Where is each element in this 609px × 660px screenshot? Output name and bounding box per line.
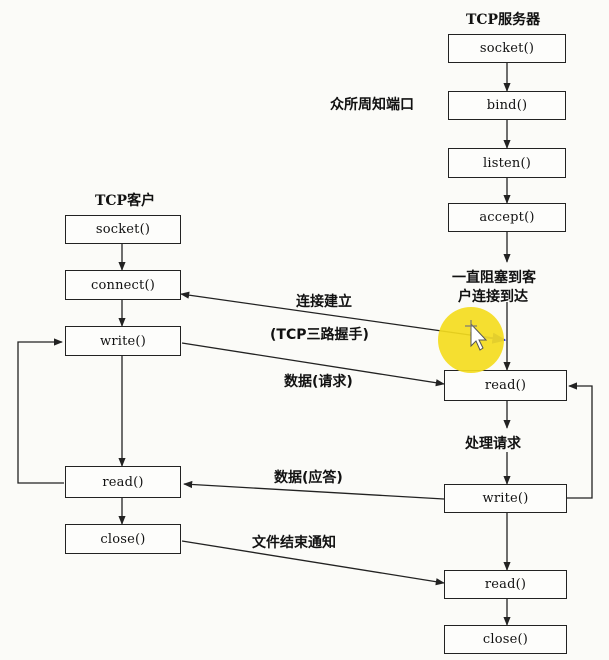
arrow-close-to-read2 — [181, 540, 445, 586]
arrow-write-to-read — [181, 342, 445, 387]
server-read-box: read() — [444, 370, 567, 401]
client-read-box: read() — [65, 466, 181, 498]
server-listen-box: listen() — [448, 148, 566, 178]
client-connect-box: connect() — [65, 270, 181, 300]
server-read2-box: read() — [444, 570, 567, 599]
server-title: TCP服务器 — [466, 12, 541, 28]
eof-notify-label: 文件结束通知 — [252, 535, 336, 551]
server-write-box: write() — [444, 484, 567, 513]
mouse-pointer-icon — [465, 320, 488, 351]
server-bind-box: bind() — [448, 91, 566, 120]
data-request-label: 数据(请求) — [284, 374, 353, 390]
connection-established-label: 连接建立 — [296, 294, 352, 310]
client-write-box: write() — [65, 326, 181, 356]
process-request-label: 处理请求 — [465, 436, 521, 452]
client-title: TCP客户 — [95, 193, 156, 209]
server-loop-arrow — [567, 382, 593, 499]
arrow-write-to-cread — [183, 480, 445, 500]
server-close-box: close() — [444, 625, 567, 654]
client-loop-arrow — [17, 338, 64, 484]
arrow-connect-handshake — [180, 291, 471, 336]
well-known-port-label: 众所周知端口 — [330, 97, 414, 113]
server-socket-box: socket() — [448, 34, 566, 63]
block-label-line2: 户连接到达 — [458, 289, 528, 305]
client-socket-box: socket() — [65, 215, 181, 244]
block-label-line1: 一直阻塞到客 — [452, 270, 536, 286]
data-reply-label: 数据(应答) — [274, 470, 343, 486]
server-accept-box: accept() — [448, 203, 566, 232]
client-close-box: close() — [65, 524, 181, 554]
three-way-handshake-label: (TCP三路握手) — [270, 327, 369, 343]
